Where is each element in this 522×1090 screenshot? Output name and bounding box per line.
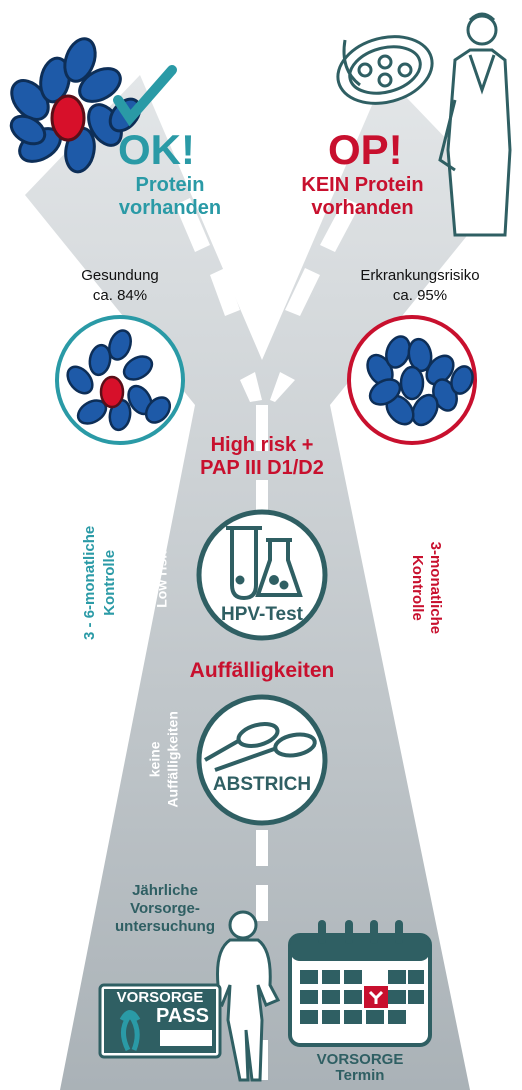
high-risk-line-1: High risk + xyxy=(210,434,314,456)
no-findings-line-2: Auffälligkeiten xyxy=(164,711,181,808)
op-line-1: KEIN Protein xyxy=(301,174,424,196)
ok-line-1: Protein xyxy=(135,174,205,196)
annual-line-2: Vorsorge- xyxy=(130,900,200,917)
hpv-test-label: HPV-Test xyxy=(220,604,303,625)
abstrich-circle xyxy=(196,694,328,826)
pass-line-1: VORSORGE xyxy=(116,989,204,1006)
ok-line-2: vorhanden xyxy=(118,197,222,219)
op-headline: OP! xyxy=(328,126,403,173)
outcome-right-line-2: ca. 95% xyxy=(392,287,448,304)
outcome-left-line-1: Gesundung xyxy=(81,267,159,284)
annual-line-1: Jährliche xyxy=(132,882,198,899)
ok-headline: OK! xyxy=(118,126,195,173)
termin-line-2: Termin xyxy=(335,1067,385,1084)
abstrich-label: ABSTRICH xyxy=(212,774,312,795)
left-control-line-2: Kontrolle xyxy=(101,549,119,616)
vorsorge-pass-card xyxy=(98,983,222,1059)
protein-cluster-ok xyxy=(9,37,142,174)
right-control-line-1: 3-monatliche xyxy=(426,541,444,635)
surgeon-icon xyxy=(336,12,512,237)
findings-label: Auffälligkeiten xyxy=(189,659,335,682)
no-findings-line-1: keine xyxy=(146,741,163,778)
calendar-icon xyxy=(288,920,432,1047)
woman-silhouette-icon xyxy=(207,910,281,1082)
termin-line-1: VORSORGE xyxy=(316,1051,404,1068)
lab-flask-icon xyxy=(226,526,303,601)
high-risk-line-2: PAP III D1/D2 xyxy=(200,457,324,479)
left-control-line-1: 3 - 6-monatliche xyxy=(81,525,99,640)
check-mark-icon xyxy=(113,65,177,127)
pass-line-2: PASS xyxy=(156,1005,209,1027)
calendar-days xyxy=(300,970,424,1024)
op-line-2: vorhanden xyxy=(311,197,414,219)
low-risk-label: Low risk xyxy=(153,550,170,608)
swab-icon xyxy=(204,722,317,772)
right-control-line-2: Kontrolle xyxy=(408,554,426,621)
ribbon-icon xyxy=(119,1010,141,1052)
outcome-right-line-1: Erkrankungsrisiko xyxy=(360,267,480,284)
outcome-left-line-2: ca. 84% xyxy=(92,287,148,304)
annual-line-3: untersuchung xyxy=(115,918,215,935)
